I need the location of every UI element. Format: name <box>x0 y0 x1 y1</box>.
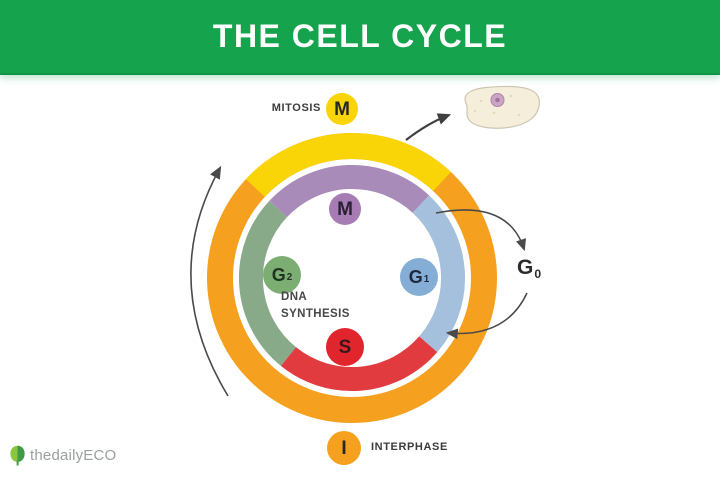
dna-synthesis-label: DNA SYNTHESIS <box>281 289 350 323</box>
s-phase-letter: S <box>338 336 352 358</box>
brand-logo: thedailyECO <box>9 445 116 466</box>
g0-label: G0 <box>517 257 541 280</box>
m-phase-badge: M <box>329 193 361 225</box>
segment-m-phase <box>269 164 430 218</box>
cycle-direction-arrow <box>190 165 229 397</box>
segment-g2-phase <box>238 200 297 366</box>
cell-speckle <box>479 99 483 103</box>
cell-speckle <box>473 109 477 113</box>
m-phase-letter: M <box>337 198 353 220</box>
segment-g1-phase <box>412 195 466 353</box>
cell-nucleolus <box>495 97 500 103</box>
cell-speckle <box>509 94 513 98</box>
mitosis-ring-segment <box>245 133 451 198</box>
mitosis-label: MITOSIS <box>271 102 321 114</box>
g1-letter: G <box>408 267 423 287</box>
interphase-i-letter: I <box>341 437 347 459</box>
g0-return-arrow <box>445 292 528 340</box>
g1-subscript: 1 <box>423 273 430 285</box>
g0-subscript: 0 <box>534 266 542 281</box>
g0-exit-arrow <box>435 209 527 252</box>
leaf-tree-icon <box>10 445 25 466</box>
g2-subscript: 2 <box>286 271 293 283</box>
mitosis-m-badge: M <box>326 93 358 125</box>
title-banner: THE CELL CYCLE <box>0 0 720 75</box>
cell-speckle <box>517 113 521 117</box>
page-title: THE CELL CYCLE <box>212 18 508 54</box>
g0-letter: G <box>517 256 534 279</box>
cell-illustration <box>464 85 540 129</box>
mitosis-m-letter: M <box>334 98 350 120</box>
g2-letter: G <box>271 265 286 285</box>
interphase-i-badge: I <box>327 431 361 465</box>
cell-speckle <box>492 111 496 115</box>
cell-division-arrow <box>405 113 452 141</box>
segment-s-phase <box>280 336 438 391</box>
dna-synthesis-line2: SYNTHESIS <box>281 308 350 320</box>
brand-name: thedailyECO <box>30 447 117 464</box>
dna-synthesis-line1: DNA <box>281 291 308 303</box>
s-phase-badge: S <box>326 328 364 366</box>
cell-membrane <box>464 85 540 129</box>
interphase-label: INTERPHASE <box>371 441 448 453</box>
